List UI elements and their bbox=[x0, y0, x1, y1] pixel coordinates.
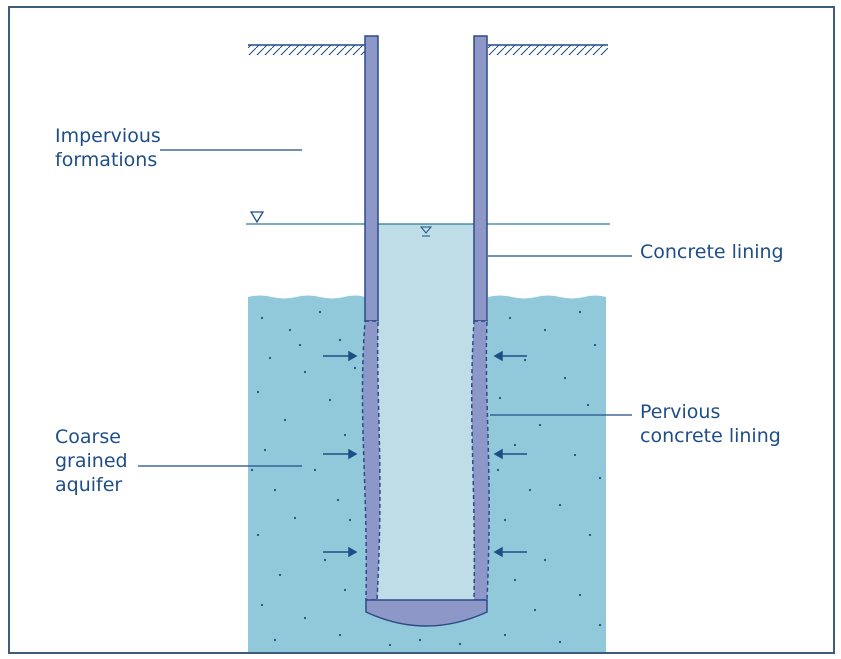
aquifer-layer-right bbox=[488, 295, 606, 652]
well-water-level-marker bbox=[419, 226, 433, 237]
concrete-lining-left bbox=[364, 35, 379, 322]
inflow-arrows bbox=[323, 350, 527, 558]
pervious-concrete-lining-label: Pervious concrete lining bbox=[640, 401, 781, 447]
concrete-lining-right bbox=[473, 35, 488, 322]
impervious-formations-label: Impervious formations bbox=[55, 125, 161, 171]
concrete-lining-label: Concrete lining bbox=[640, 241, 784, 263]
water-table-marker bbox=[249, 211, 265, 224]
leader-lines bbox=[138, 149, 632, 467]
well-bottom-plug bbox=[365, 599, 488, 627]
aquifer-layer bbox=[248, 295, 365, 652]
well-water bbox=[378, 224, 474, 604]
pervious-lining-left bbox=[361, 320, 381, 601]
pervious-lining-right bbox=[470, 320, 490, 601]
aquifer-grains bbox=[250, 310, 602, 647]
ground-surface bbox=[248, 44, 608, 55]
coarse-grained-aquifer-label: Coarse grained aquifer bbox=[55, 426, 128, 496]
